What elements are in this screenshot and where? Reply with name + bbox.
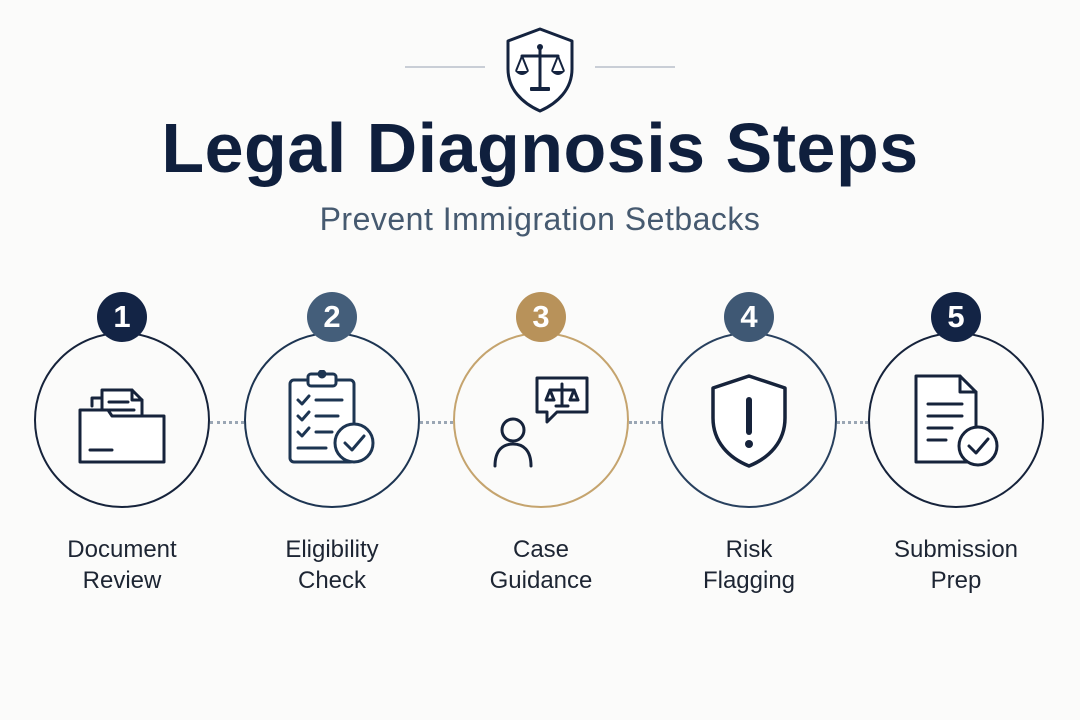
step-label: Case Guidance	[433, 534, 649, 596]
page-title: Legal Diagnosis Steps	[161, 109, 919, 187]
page-subtitle: Prevent Immigration Setbacks	[319, 201, 761, 237]
step-label-line2: Review	[82, 567, 162, 594]
step-connector	[837, 421, 868, 424]
document-check-icon	[914, 374, 999, 467]
step-number-badge: 5	[931, 292, 981, 342]
step-icon-circle	[661, 332, 837, 508]
step-label-line1: Case	[512, 536, 570, 563]
step-number-badge: 1	[97, 292, 147, 342]
step-connector	[629, 421, 661, 424]
step-icon-circle	[34, 332, 210, 508]
step-label: Risk Flagging	[641, 534, 857, 596]
step-label-line1: Document	[67, 536, 177, 563]
step-risk-flagging: 4 Risk Flagging	[661, 292, 837, 602]
person-consultation-icon	[493, 376, 589, 468]
step-connector	[420, 421, 453, 424]
step-label-line1: Submission	[893, 536, 1019, 563]
step-label-line2: Flagging	[702, 567, 796, 594]
step-number-badge: 2	[307, 292, 357, 342]
step-connector	[210, 421, 244, 424]
step-icon-circle	[453, 332, 629, 508]
step-case-guidance: 3 Case Guidance	[453, 292, 629, 602]
step-label: Eligibility Check	[224, 534, 440, 596]
step-label: Submission Prep	[848, 534, 1064, 596]
shield-alert-icon	[711, 374, 787, 468]
step-label-line2: Guidance	[489, 567, 593, 594]
step-label-line2: Check	[297, 567, 367, 594]
step-label-line1: Eligibility	[285, 536, 379, 563]
step-number-badge: 3	[516, 292, 566, 342]
step-icon-circle	[244, 332, 420, 508]
clipboard-check-icon	[288, 370, 375, 464]
step-submission-prep: 5 Submission Prep	[868, 292, 1044, 602]
step-eligibility-check: 2 Eligibility Check	[244, 292, 420, 602]
step-document-review: 1 Document Review	[34, 292, 210, 602]
step-number-badge: 4	[724, 292, 774, 342]
scales-shield-icon	[506, 27, 574, 113]
header-divider-left	[405, 66, 485, 68]
step-icon-circle	[868, 332, 1044, 508]
header-divider-right	[595, 66, 675, 68]
step-label: Document Review	[14, 534, 230, 596]
step-label-line2: Prep	[930, 567, 982, 594]
folder-documents-icon	[78, 388, 166, 464]
step-label-line1: Risk	[725, 536, 773, 563]
